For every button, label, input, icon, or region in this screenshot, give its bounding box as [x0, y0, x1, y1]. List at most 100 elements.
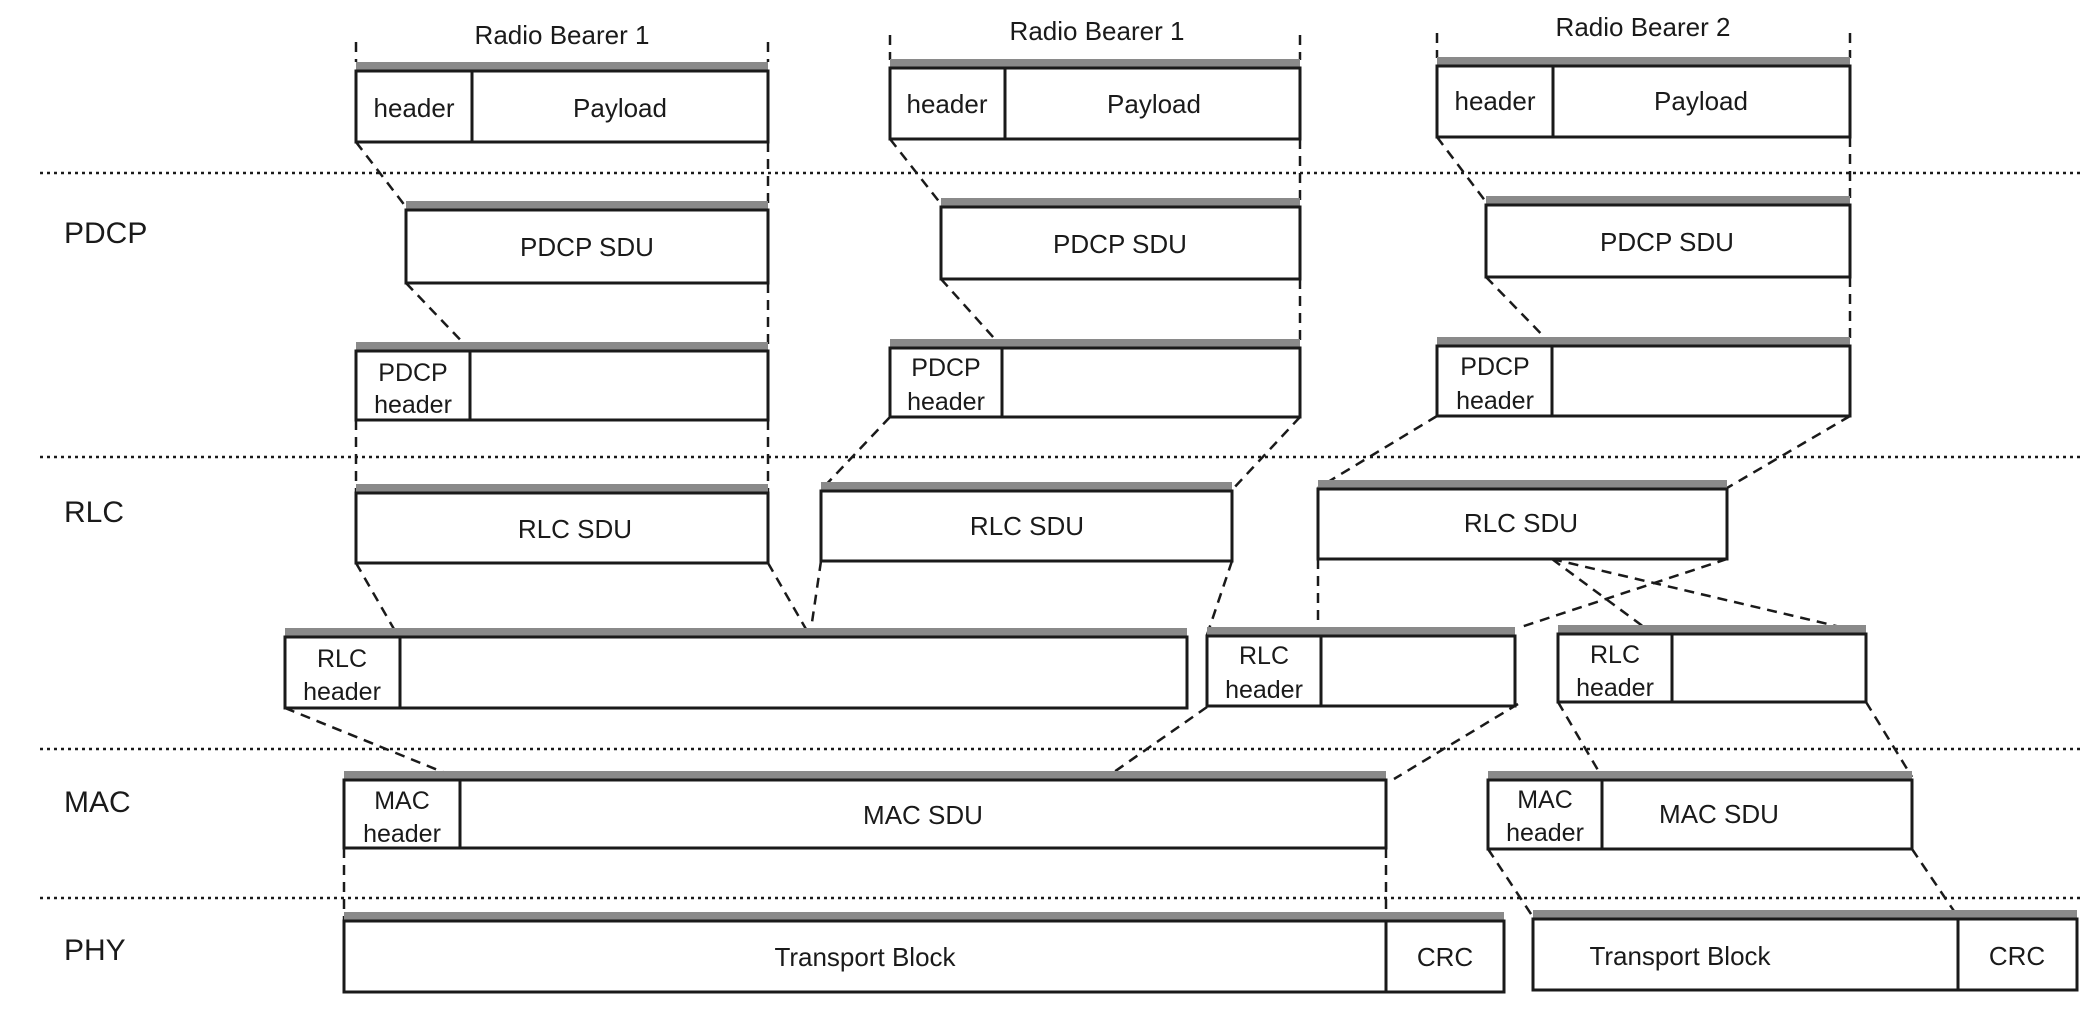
ip-header-label: header	[907, 89, 988, 119]
box-shadow	[356, 62, 768, 71]
connector	[1864, 701, 1914, 778]
box-shadow	[356, 484, 768, 493]
rlc-sdu-label: RLC SDU	[1464, 508, 1578, 538]
rlc-header-label-line1: RLC	[1239, 642, 1289, 670]
connector	[1551, 557, 1653, 635]
mac-sdu-label: MAC SDU	[863, 800, 983, 830]
connector	[1485, 276, 1553, 346]
box-shadow	[406, 201, 768, 210]
radio-bearer-1: Radio Bearer 1 header Payload PDCP SDU P…	[354, 20, 770, 565]
pdcp-header-label-line2: header	[374, 391, 452, 419]
connector	[284, 706, 461, 781]
connector	[1205, 560, 1234, 636]
pdcp-header-label-line2: header	[907, 388, 985, 416]
box-shadow	[1533, 910, 2077, 919]
pdcp-pdu-box	[888, 346, 1302, 419]
box-shadow	[285, 628, 1187, 637]
radio-bearer-title: Radio Bearer 1	[475, 20, 650, 50]
transport-block-label: Transport Block	[1589, 941, 1771, 971]
payload-label: Payload	[573, 93, 667, 123]
box-shadow	[1437, 337, 1850, 346]
rlc-header-label-line1: RLC	[317, 645, 367, 673]
transport-block-box	[1531, 917, 2079, 992]
layer-label-mac: MAC	[64, 786, 131, 819]
layer-labels: PDCP RLC MAC PHY	[64, 217, 147, 967]
radio-bearer-1-second: Radio Bearer 1 header Payload PDCP SDU P…	[819, 16, 1302, 563]
rlc-sdu-box	[354, 491, 770, 565]
mac-sdu-label: MAC SDU	[1659, 799, 1779, 829]
connector	[820, 416, 891, 491]
connector	[889, 138, 942, 205]
box-shadow	[356, 342, 768, 351]
pdcp-sdu: PDCP SDU	[1484, 196, 1852, 279]
crc-label: CRC	[1989, 941, 2045, 971]
rlc-header-label-line2: header	[1576, 674, 1654, 702]
connector	[355, 141, 407, 208]
rlc-header-label-line2: header	[1225, 676, 1303, 704]
pdcp-header-label-line2: header	[1456, 387, 1534, 415]
pdcp-pdu: PDCP header	[354, 342, 770, 422]
box-shadow	[344, 912, 1504, 921]
box-shadow	[1488, 771, 1912, 780]
pdcp-sdu: PDCP SDU	[404, 201, 770, 285]
box-shadow	[1437, 57, 1850, 66]
connector	[1556, 701, 1604, 778]
rlc-sdu-box	[1316, 487, 1729, 561]
rlc-header-label-line1: RLC	[1590, 641, 1640, 669]
pdcp-sdu-box	[404, 208, 770, 285]
box-shadow	[821, 482, 1232, 491]
connector	[1551, 557, 1867, 635]
mac-pdu-box	[342, 778, 1388, 850]
rlc-pdu-1: RLC header	[283, 628, 1189, 710]
connector	[354, 562, 400, 637]
rlc-pdu-2: RLC header	[1205, 627, 1517, 708]
connector	[1103, 705, 1208, 781]
pdcp-sdu-label: PDCP SDU	[1600, 227, 1734, 257]
pdcp-sdu-box	[1484, 203, 1852, 279]
rlc-pdu-box	[1556, 632, 1868, 704]
ip-packet: header Payload	[888, 59, 1302, 141]
pdcp-pdu: PDCP header	[888, 339, 1302, 419]
rlc-sdu: RLC SDU	[819, 482, 1234, 563]
rlc-pdu-box	[283, 635, 1189, 710]
connector	[1910, 848, 1960, 918]
pdcp-sdu-box	[939, 205, 1302, 281]
box-shadow	[1486, 196, 1850, 205]
ip-packet-box	[354, 69, 770, 144]
pdcp-header-label-line1: PDCP	[1460, 353, 1529, 381]
ip-header-label: header	[374, 93, 455, 123]
connector	[1393, 702, 1519, 781]
phy-block-1: Transport Block CRC	[342, 912, 1506, 994]
mac-header-label-line2: header	[363, 820, 441, 848]
transport-block-label: Transport Block	[774, 942, 956, 972]
box-shadow	[1207, 627, 1515, 636]
pdcp-pdu: PDCP header	[1435, 337, 1852, 418]
pdcp-pdu-box	[1435, 344, 1852, 418]
connector	[940, 278, 1003, 348]
connector	[766, 562, 812, 637]
payload-label: Payload	[1107, 89, 1201, 119]
connector	[1486, 848, 1535, 918]
connector-lines	[284, 33, 1960, 922]
layer-label-rlc: RLC	[64, 496, 124, 529]
pdcp-header-label-line1: PDCP	[378, 359, 447, 387]
radio-bearer-2: Radio Bearer 2 header Payload PDCP SDU P…	[1316, 12, 1852, 561]
rlc-sdu-label: RLC SDU	[518, 514, 632, 544]
box-shadow	[344, 771, 1386, 780]
rlc-sdu-label: RLC SDU	[970, 511, 1084, 541]
pdcp-sdu-label: PDCP SDU	[1053, 229, 1187, 259]
rlc-sdu-box	[819, 489, 1234, 563]
mac-header-label-line2: header	[1506, 819, 1584, 847]
radio-bearer-title: Radio Bearer 2	[1556, 12, 1731, 42]
box-shadow	[890, 339, 1300, 348]
crc-label: CRC	[1417, 942, 1473, 972]
layer-label-phy: PHY	[64, 934, 126, 967]
connector	[1231, 416, 1301, 491]
pdcp-sdu-label: PDCP SDU	[520, 232, 654, 262]
box-shadow	[1558, 625, 1866, 634]
radio-bearer-title: Radio Bearer 1	[1010, 16, 1185, 46]
ip-packet-box	[1435, 64, 1852, 139]
connector	[1317, 414, 1438, 490]
layer-label-pdcp: PDCP	[64, 217, 147, 250]
